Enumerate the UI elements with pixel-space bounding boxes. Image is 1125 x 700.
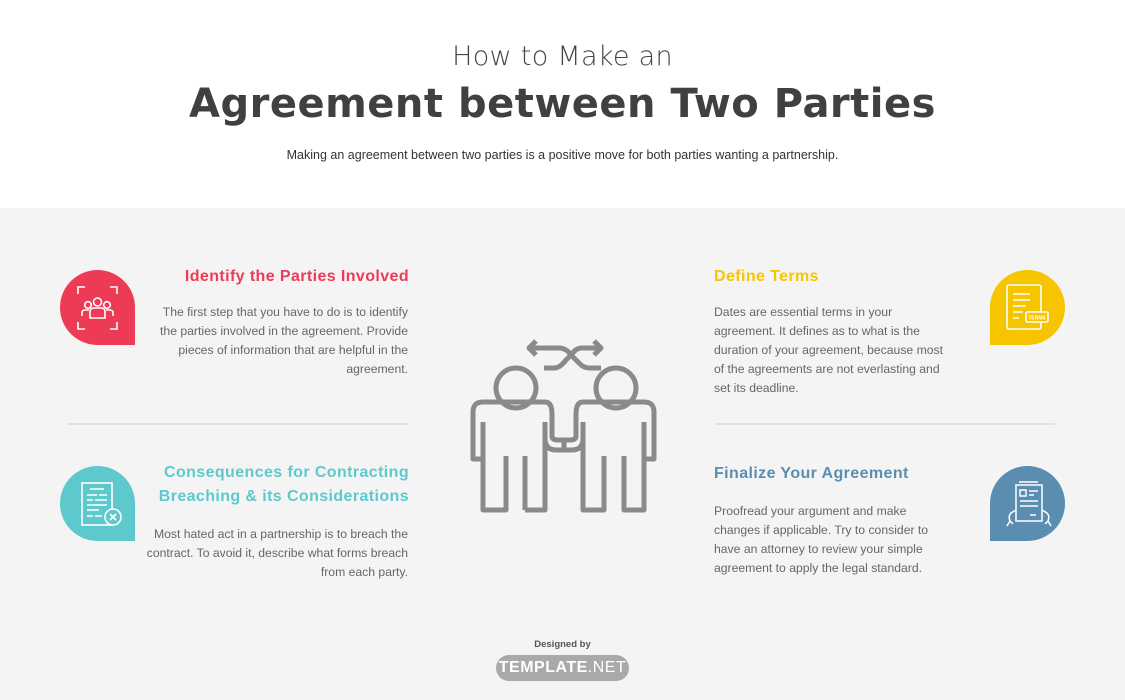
designed-by-label: Designed by — [534, 639, 591, 650]
step-1-text: The first step that you have to do is to… — [160, 305, 408, 376]
two-people-handshake-exchange-icon — [466, 334, 660, 516]
divider-right — [715, 423, 1055, 425]
content-panel — [0, 208, 1125, 700]
brand-bold: TEMPLATE — [498, 659, 588, 676]
step-3-text: Most hated act in a partnership is to br… — [146, 527, 408, 579]
step-2-heading: Define Terms — [714, 268, 819, 285]
brand-logo: TEMPLATE.NET — [496, 655, 629, 681]
step-2-text: Dates are essential terms in your agreem… — [714, 305, 943, 395]
lead-text: Making an agreement between two parties … — [286, 148, 839, 162]
divider-left — [67, 423, 408, 425]
step-1-heading: Identify the Parties Involved — [184, 268, 409, 285]
document-cancel-icon — [60, 466, 135, 541]
terms-document-icon: TERMS — [990, 270, 1065, 345]
brand-light: .NET — [587, 659, 627, 676]
group-focus-icon — [60, 270, 135, 345]
svg-text:TERMS: TERMS — [1028, 316, 1046, 322]
hands-holding-document-icon — [990, 466, 1065, 541]
step-3-heading: Consequences for Contracting Breaching &… — [158, 464, 409, 505]
pre-title: How to Make an — [452, 41, 673, 72]
step-4-text: Proofread your argument and make changes… — [714, 504, 929, 575]
page-title: Agreement between Two Parties — [189, 81, 936, 127]
step-4-heading: Finalize Your Agreement — [714, 465, 909, 482]
header: How to Make an Agreement between Two Par… — [0, 0, 1125, 208]
